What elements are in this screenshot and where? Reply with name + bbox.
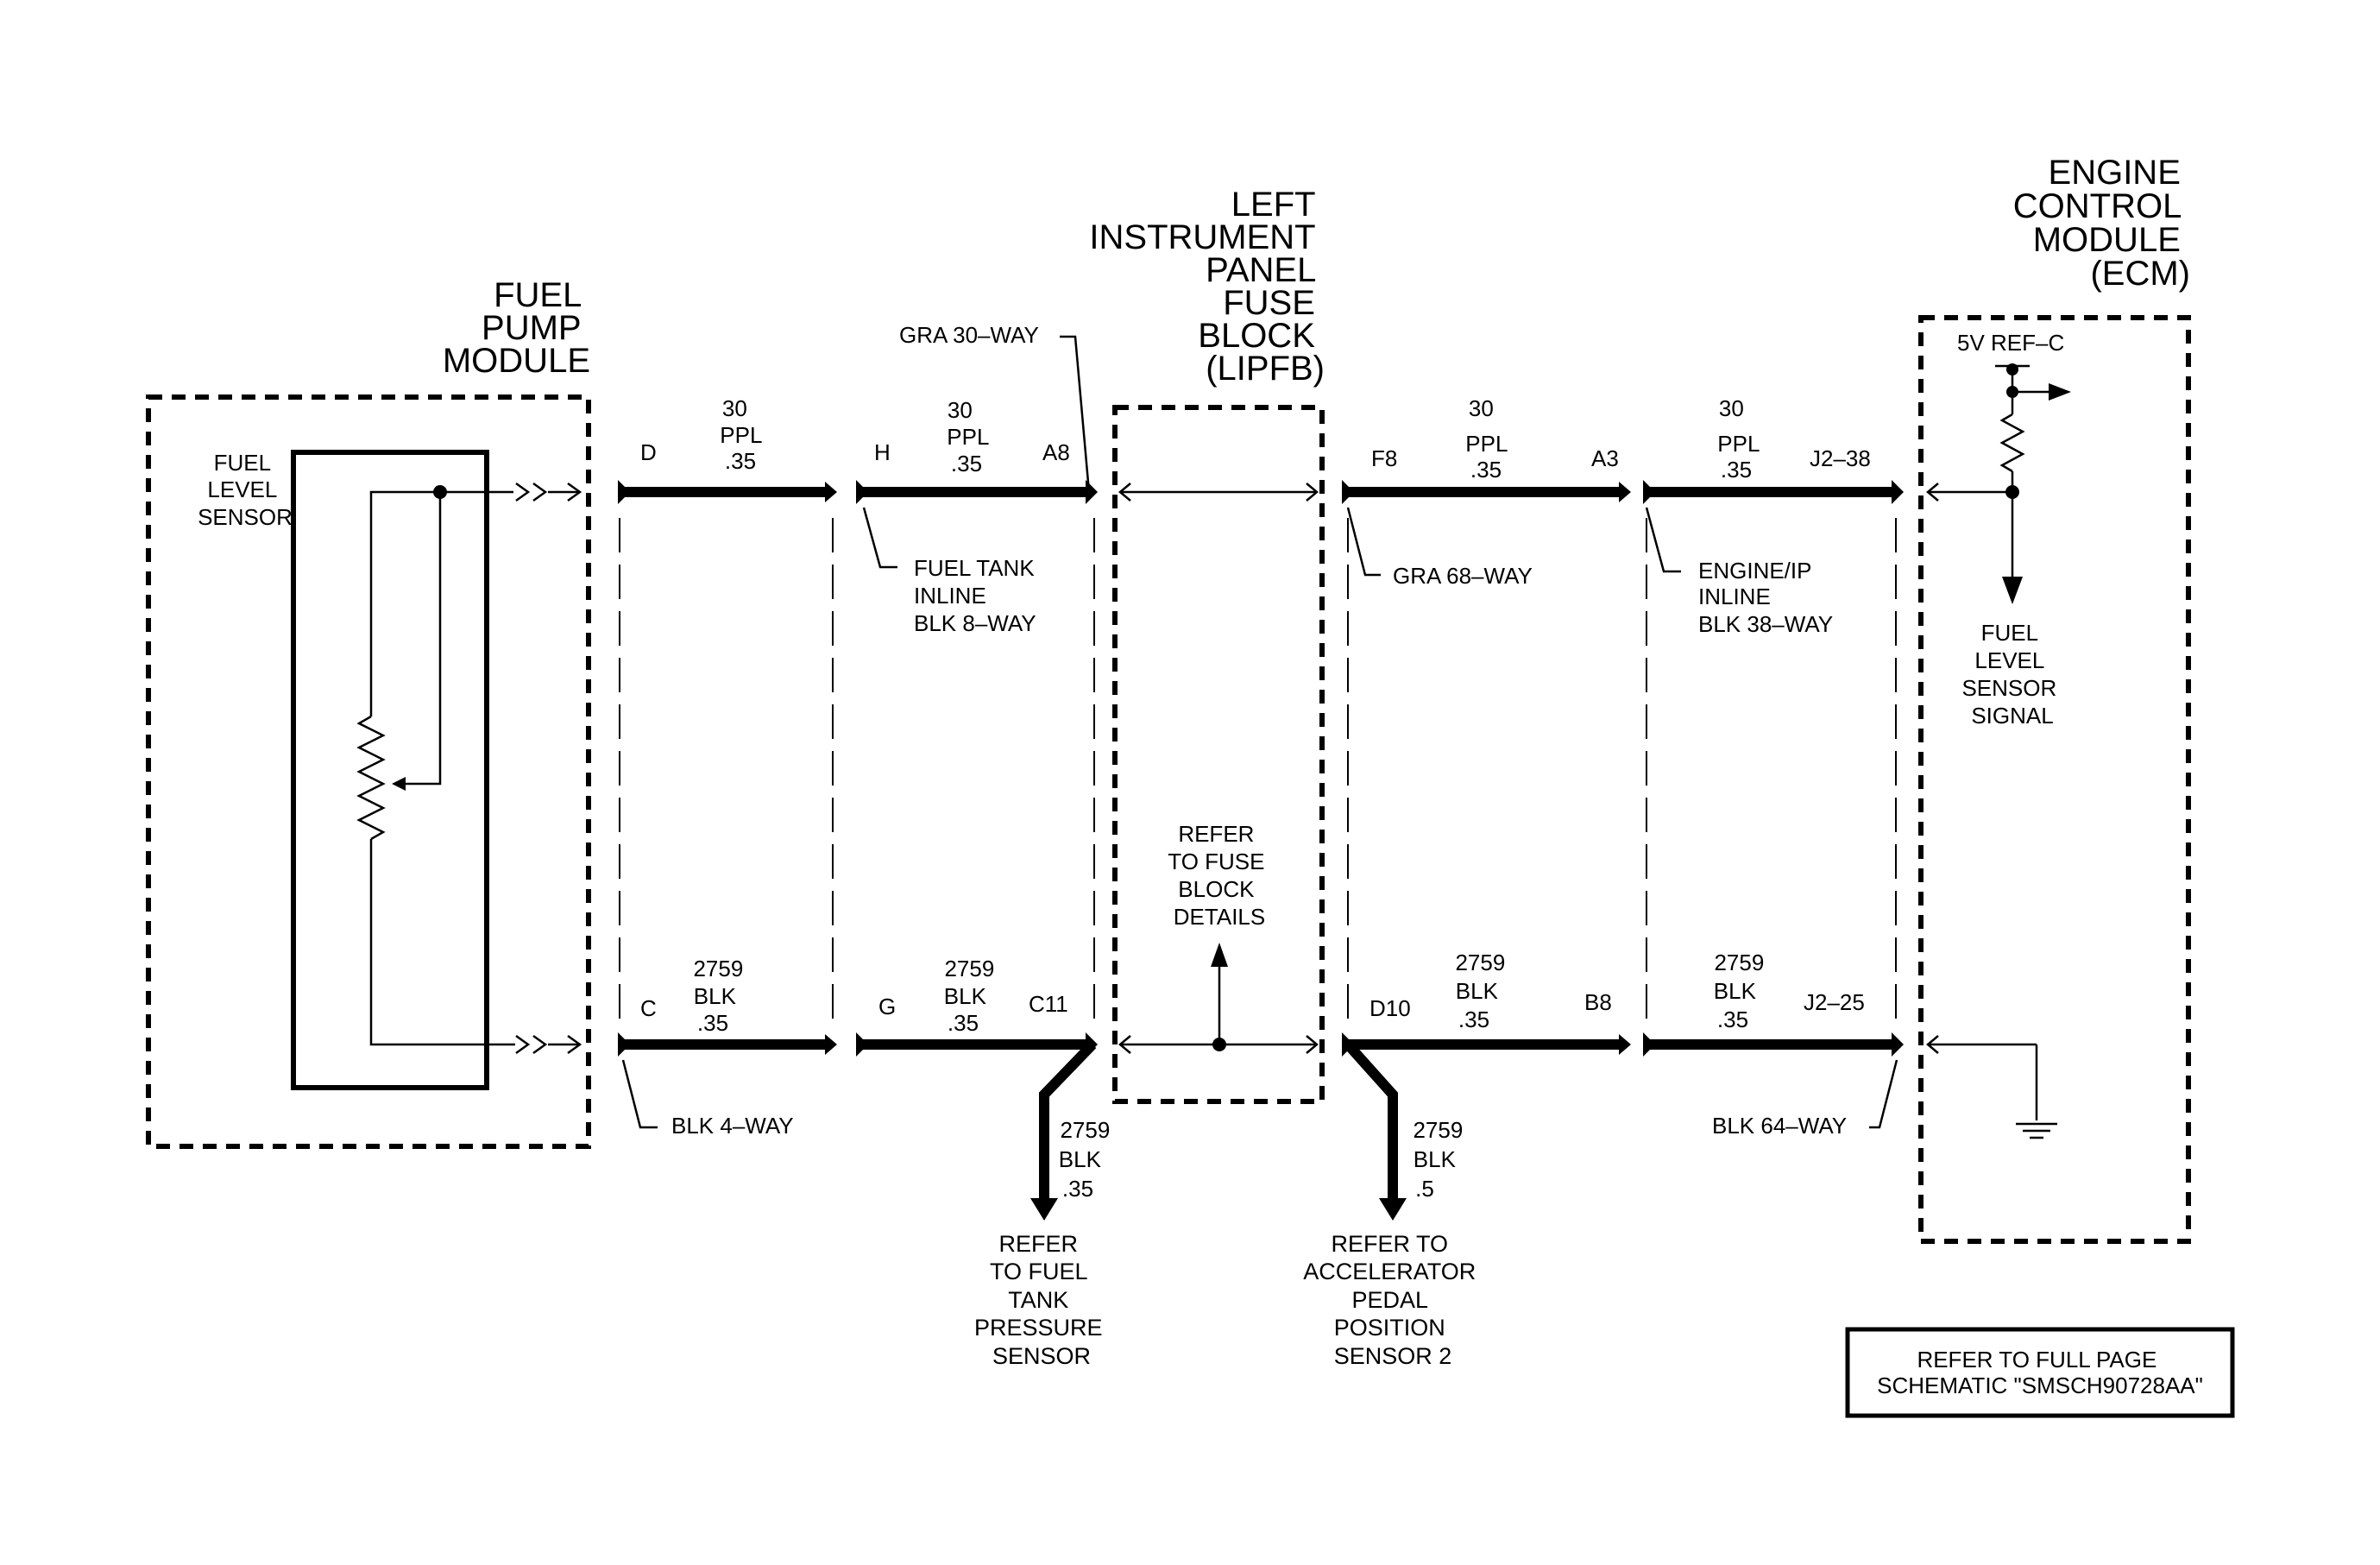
wire-label: 30 PPL .35 [1717,395,1765,483]
ground-branch-to-accelerator-pedal [1344,1040,1407,1221]
ecm-block: ENGINE CONTROL MODULE (ECM) 5V REF–C FUE… [1918,154,2191,1244]
connector-guide-lines [619,518,1897,1019]
pin-c: C [640,995,657,1021]
lipfb-details-note: REFER TO FUSE BLOCK DETAILS [1168,821,1270,930]
blk-4-way-label: BLK 4–WAY [671,1113,794,1139]
wire-label: 2759 BLK .35 [944,956,1001,1036]
ground-branch-to-fuel-tank-pressure [1030,1040,1097,1221]
branch-wire-label-fuel-tank: 2759 BLK .35 [1059,1117,1117,1202]
footer-box [1845,1327,2235,1418]
ground-wire-labels: 2759 BLK .35 2759 BLK .35 2759 BLK .35 2… [693,950,1771,1202]
fuel-level-sensor-signal-label: FUEL LEVEL SENSOR SIGNAL [1961,620,2062,729]
wire-label: 30 PPL .35 [947,397,994,476]
pin-a8: A8 [1042,439,1070,465]
engine-ip-inline-label: ENGINE/IP INLINE BLK 38–WAY [1698,558,1833,637]
fuel-pump-module: FUEL PUMP MODULE FUEL LEVEL SENSOR [146,276,591,1149]
refer-fuel-tank-pressure-sensor: REFER TO FUEL TANK PRESSURE SENSOR [974,1231,1109,1369]
pin-g: G [878,994,896,1019]
pin-a3: A3 [1591,445,1619,471]
ecm-boundary [1918,315,2191,1244]
full-page-schematic-reference: REFER TO FULL PAGE SCHEMATIC "SMSCH90728… [1845,1327,2235,1418]
pin-labels-top: D H A8 F8 A3 J2–38 [640,439,1871,471]
wire-label: 2759 BLK .35 [1714,950,1771,1032]
fuel-level-sensor-label: FUEL LEVEL SENSOR [198,450,293,530]
refer-notes: REFER TO FUEL TANK PRESSURE SENSOR REFER… [974,1231,1483,1369]
pin-d: D [640,439,657,465]
lipfb-block: LEFT INSTRUMENT PANEL FUSE BLOCK (LIPFB)… [1089,186,1325,1104]
fuel-pump-module-boundary [146,394,591,1149]
pin-labels-bottom: C G C11 D10 B8 J2–25 [640,989,1865,1021]
pin-j2-38: J2–38 [1810,445,1871,471]
5v-ref-label: 5V REF–C [1957,330,2064,356]
lipfb-boundary [1112,405,1325,1104]
gra-68-way-label: GRA 68–WAY [1393,563,1533,589]
lipfb-title: LEFT INSTRUMENT PANEL FUSE BLOCK (LIPFB) [1089,186,1325,388]
pin-b8: B8 [1584,989,1612,1015]
wire-label: 30 PPL .35 [720,395,767,474]
refer-accelerator-pedal-position-sensor-2: REFER TO ACCELERATOR PEDAL POSITION SENS… [1303,1231,1483,1369]
branch-wire-label-accelerator: 2759 BLK .5 [1413,1117,1469,1202]
pin-d10: D10 [1369,995,1411,1021]
pin-h: H [874,439,891,465]
ecm-ground-circuit [1926,1035,2057,1139]
signal-wire-segments [618,480,1904,504]
gra-30-way-label: GRA 30–WAY [899,322,1039,348]
fuel-level-sensor-variable-resistor [356,485,515,1046]
blk-64-way-label: BLK 64–WAY [1712,1113,1847,1139]
wire-label: 30 PPL .35 [1465,395,1513,483]
sensor-connector-symbols [515,482,582,1055]
pin-j2-25: J2–25 [1804,989,1865,1015]
footer-text: REFER TO FULL PAGE SCHEMATIC "SMSCH90728… [1877,1347,2203,1398]
fuel-pump-module-title: FUEL PUMP MODULE [443,276,590,380]
pin-f8: F8 [1371,445,1397,471]
signal-wire-labels: 30 PPL .35 30 PPL .35 30 PPL .35 30 PPL … [720,395,1765,483]
fuel-tank-inline-label: FUEL TANK INLINE BLK 8–WAY [914,555,1041,636]
pin-c11: C11 [1029,991,1068,1017]
connector-callouts: GRA 30–WAY FUEL TANK INLINE BLK 8–WAY GR… [621,322,1898,1139]
wire-label: 2759 BLK .35 [693,956,749,1036]
wire-label: 2759 BLK .35 [1455,950,1511,1032]
fuel-level-sensor-box [291,450,489,1090]
ecm-title: ENGINE CONTROL MODULE (ECM) [2013,154,2190,293]
ecm-reference-circuit [1926,363,2071,604]
